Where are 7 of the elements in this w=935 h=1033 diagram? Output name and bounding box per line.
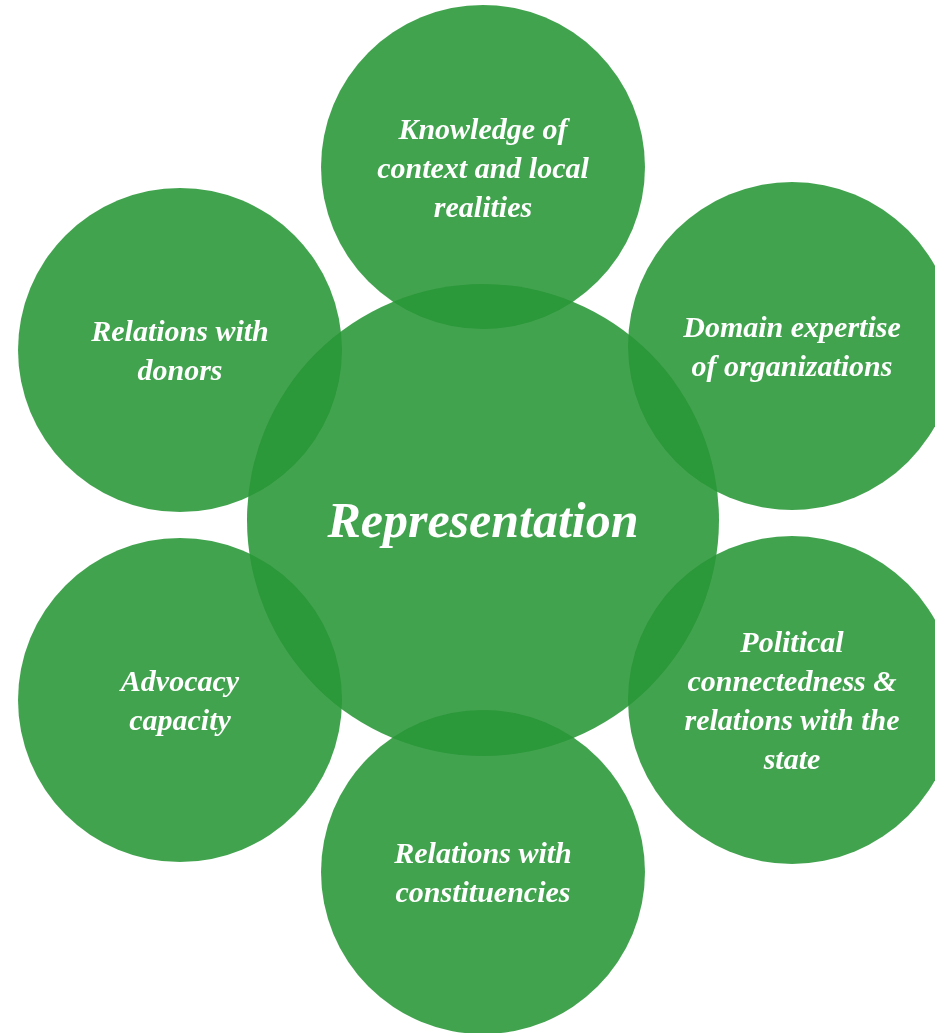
circle-label: Advocacy capacity: [118, 663, 241, 738]
circle-label: Domain expertise of organizations: [682, 309, 902, 384]
circle-label: Relations with constituencies: [393, 835, 573, 910]
circle-label: Relations with donors: [90, 313, 270, 388]
circle-label: Political connectedness & relations with the state: [683, 624, 901, 777]
circle-label: Knowledge of context and local realities: [376, 110, 590, 225]
central-label: Representation: [327, 490, 639, 550]
